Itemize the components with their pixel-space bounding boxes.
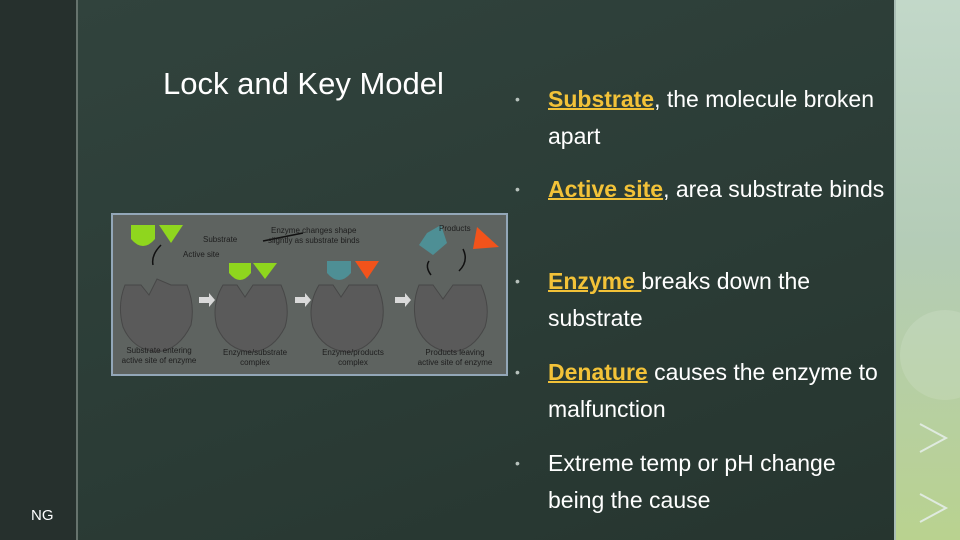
caption-3-line1: Enzyme/products [322, 348, 384, 357]
enzyme-shape [119, 278, 193, 353]
bullet-text: breaks down the substrate [548, 268, 811, 331]
substrate-green-triangle [159, 225, 183, 243]
substrate-green-semicircle [229, 263, 251, 280]
caption-4-line1: Products leaving [425, 348, 484, 357]
enzyme-shape [413, 284, 488, 353]
right-decorative-band [896, 0, 960, 540]
left-divider-rule [76, 0, 78, 540]
substrate-green-semicircle [131, 225, 155, 246]
left-sidebar-band [0, 0, 76, 540]
label-products: Products [439, 224, 471, 233]
label-substrate: Substrate [203, 235, 238, 244]
bullet-dot-icon: • [515, 273, 520, 289]
bullet-term: Enzyme [548, 268, 642, 294]
product-teal-shape [327, 261, 351, 280]
bullet-text: Extreme temp or pH change being the caus… [548, 450, 836, 513]
product-orange-triangle [355, 261, 379, 279]
product-teal-diamond [419, 225, 447, 255]
caption-1-line1: Substrate entering [126, 346, 191, 355]
bullet-item: • Enzyme breaks down the substrate [515, 263, 895, 337]
bullet-dot-icon: • [515, 455, 520, 471]
caption-4-line2: active site of enzyme [418, 358, 493, 367]
bullet-item: • Active site, area substrate binds [515, 171, 884, 208]
enzyme-diagram-graphic: Substrate Active site Enzyme changes sha… [119, 224, 499, 367]
process-arrows [199, 293, 411, 307]
caption-3-line2: complex [338, 358, 368, 367]
substrate-green-triangle [253, 263, 277, 279]
author-initials: NG [31, 507, 54, 524]
label-shape-change-1: Enzyme changes shape [271, 226, 357, 235]
enzyme-shape [214, 284, 288, 353]
product-orange-triangle [473, 227, 499, 249]
slide-title: Lock and Key Model [163, 66, 444, 101]
pointer-arrows [151, 232, 466, 276]
bullet-text: , the molecule broken apart [548, 86, 874, 149]
bullet-item: • Denature causes the enzyme to malfunct… [515, 354, 895, 428]
bullet-text: , area substrate binds [663, 176, 885, 202]
caption-1-line2: active site of enzyme [122, 356, 197, 365]
decorative-chevron-icon [919, 423, 949, 453]
caption-2-line1: Enzyme/substrate [223, 348, 288, 357]
enzyme-shape [310, 284, 384, 353]
bullet-dot-icon: • [515, 364, 520, 380]
bullet-dot-icon: • [515, 91, 520, 107]
bullet-term: Active site [548, 176, 664, 202]
label-shape-change-2: slightly as substrate binds [268, 236, 360, 245]
bullet-text: causes the enzyme to malfunction [548, 359, 878, 422]
bullet-term: Substrate [548, 86, 655, 112]
lock-and-key-diagram: Substrate Active site Enzyme changes sha… [111, 213, 508, 376]
bullet-dot-icon: • [515, 181, 520, 197]
bullet-term: Denature [548, 359, 648, 385]
caption-2-line2: complex [240, 358, 270, 367]
right-divider-rule [894, 0, 897, 540]
label-active-site: Active site [183, 250, 220, 259]
bullet-item: • Extreme temp or pH change being the ca… [515, 445, 895, 519]
bullet-item: • Substrate, the molecule broken apart [515, 81, 895, 155]
decorative-chevron-icon [919, 493, 949, 523]
